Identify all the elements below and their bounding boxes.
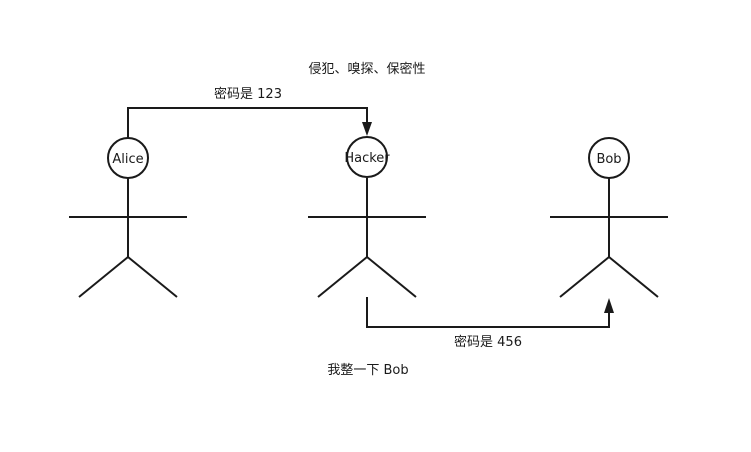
actor-alice: Alice bbox=[69, 137, 187, 298]
arrowhead-up-icon bbox=[604, 298, 614, 313]
actor-head bbox=[588, 137, 630, 179]
note-title: 侵犯、嗅探、保密性 bbox=[308, 61, 425, 77]
message-hacker-to-bob: 密码是 456 bbox=[454, 334, 522, 350]
actor-head bbox=[346, 136, 388, 178]
actor-hacker: Hacker bbox=[308, 136, 426, 298]
connector-alice-to-hacker bbox=[127, 107, 372, 139]
actor-label-bob: Bob bbox=[596, 152, 621, 167]
note-bottom: 我整一下 Bob bbox=[327, 363, 408, 378]
actor-bob: Bob bbox=[550, 137, 668, 298]
actor-head bbox=[107, 137, 149, 179]
actor-label-alice: Alice bbox=[112, 152, 143, 167]
arrowhead-down-icon bbox=[362, 122, 372, 136]
message-alice-to-hacker: 密码是 123 bbox=[214, 86, 282, 102]
actor-label-hacker: Hacker bbox=[344, 151, 390, 166]
connector-hacker-to-bob bbox=[366, 297, 614, 328]
